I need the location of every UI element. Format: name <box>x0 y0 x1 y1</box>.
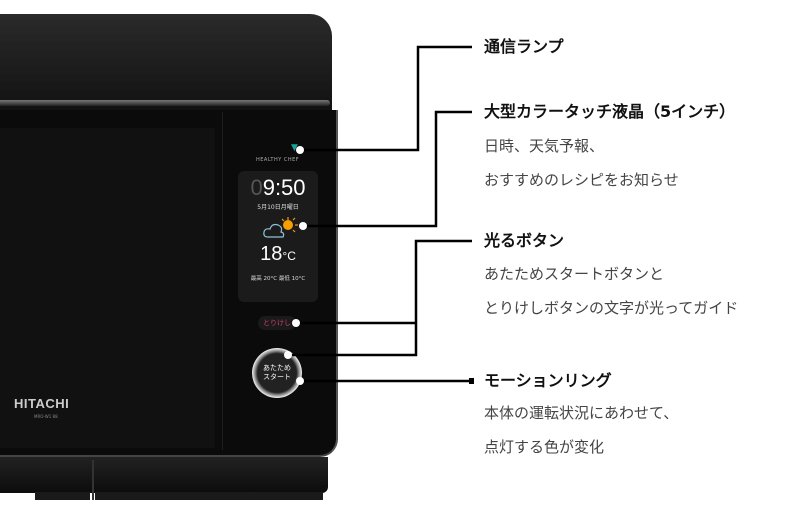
microwave-door <box>0 128 215 448</box>
callout-title-light-buttons: 光るボタン <box>484 231 565 250</box>
touch-screen[interactable]: 09:50 5月10日月曜日 18°C 最高 20°C 最低 10°C <box>238 171 318 302</box>
foot <box>95 492 323 500</box>
callout-text: 点灯する色が変化 <box>484 438 605 456</box>
cancel-button[interactable]: とりけし <box>258 316 296 330</box>
panel-divider <box>222 112 223 450</box>
date: 5月10日月曜日 <box>257 204 299 211</box>
callout-text: とりけしボタンの文字が光ってガイド <box>484 299 739 317</box>
brand-logo: HITACHI <box>14 396 70 411</box>
callout-text: 本体の運転状況にあわせて、 <box>484 404 679 422</box>
microwave-top <box>0 14 332 114</box>
wifi-lamp-icon: ▼ <box>291 143 298 153</box>
start-button[interactable]: あたため スタート <box>252 348 302 398</box>
callout-text: 日時、天気予報、 <box>484 137 605 155</box>
foot <box>35 492 90 500</box>
clock: 09:50 <box>250 175 306 200</box>
callout-title-motion-ring: モーションリング <box>484 371 612 390</box>
callout-title-comm-lamp: 通信ランプ <box>484 37 564 56</box>
start-label-1: あたため <box>263 364 291 372</box>
callout-title-touch-lcd: 大型カラータッチ液晶（5インチ） <box>484 102 736 121</box>
start-label-2: スタート <box>263 373 291 381</box>
callout-text: あたためスタートボタンと <box>484 265 665 283</box>
base-divider <box>92 460 94 500</box>
microwave-base <box>0 457 328 493</box>
model-number: MRO-W1 88 <box>34 414 58 419</box>
lid-edge <box>0 100 330 106</box>
high-low-temp: 最高 20°C 最低 10°C <box>250 276 306 282</box>
callout-text: おすすめのレシピをお知らせ <box>484 171 679 189</box>
partly-cloudy-icon <box>263 217 298 238</box>
temperature: 18°C <box>260 243 296 265</box>
panel-logo: HEALTHY CHEF <box>256 157 300 163</box>
